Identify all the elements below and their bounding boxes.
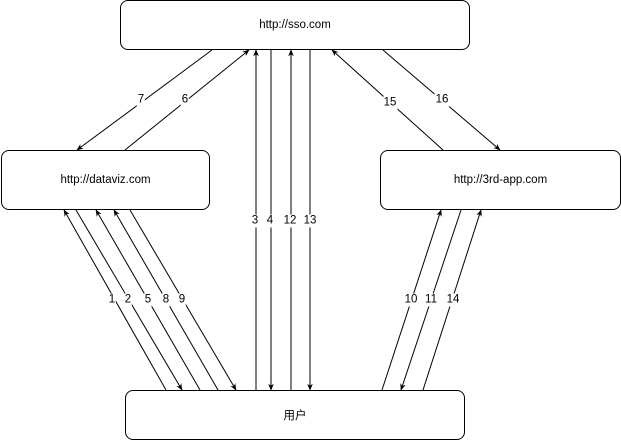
user-label: 用户 xyxy=(283,410,307,422)
sso-server-node: http://sso.com xyxy=(120,0,470,50)
arrow-label-2: 2 xyxy=(123,293,133,307)
arrow-label-4: 4 xyxy=(265,214,275,228)
arrow-label-6: 6 xyxy=(180,93,190,107)
arrow-label-14: 14 xyxy=(445,293,461,307)
arrow-label-5: 5 xyxy=(143,293,153,307)
arrow-label-15: 15 xyxy=(382,96,398,110)
arrow-label-10: 10 xyxy=(403,293,419,307)
dataviz-node: http://dataviz.com xyxy=(1,150,210,210)
arrow-label-12: 12 xyxy=(282,214,298,228)
sso-server-label: http://sso.com xyxy=(259,19,331,31)
arrow-label-3: 3 xyxy=(250,214,260,228)
third-app-node: http://3rd-app.com xyxy=(380,150,621,210)
arrow-label-1: 1 xyxy=(107,293,117,307)
arrow-label-7: 7 xyxy=(136,93,146,107)
arrow-label-8: 8 xyxy=(161,293,171,307)
arrow-label-11: 11 xyxy=(424,293,438,307)
arrow-label-13: 13 xyxy=(302,214,318,228)
user-node: 用户 xyxy=(125,390,465,440)
arrow-label-9: 9 xyxy=(177,293,187,307)
third-app-label: http://3rd-app.com xyxy=(453,174,548,186)
dataviz-label: http://dataviz.com xyxy=(60,174,151,186)
arrow-label-16: 16 xyxy=(434,93,450,107)
